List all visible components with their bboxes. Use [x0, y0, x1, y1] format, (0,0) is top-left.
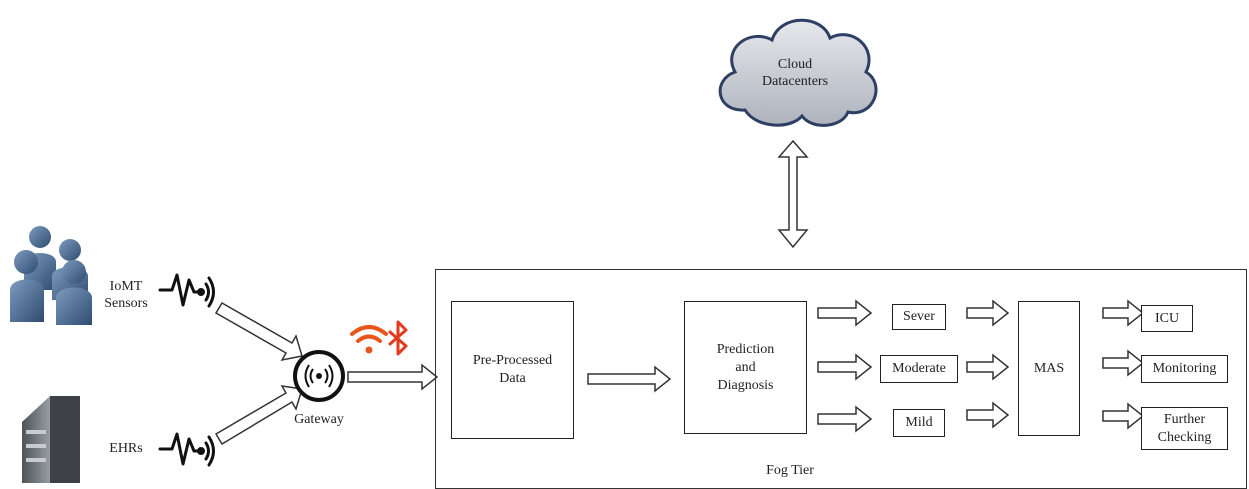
- server-icon: [22, 396, 80, 483]
- mas-to-further-checking-arrow: [1102, 402, 1145, 430]
- prediction-line3: Diagnosis: [717, 377, 774, 393]
- iomt-label-line1: IoMT: [109, 279, 143, 294]
- iomt-sensors-label: IoMT Sensors: [96, 278, 156, 312]
- people-icon: [10, 226, 92, 325]
- sever-box: Sever: [892, 304, 946, 330]
- bluetooth-icon: [388, 320, 408, 356]
- prediction-line2: and: [735, 359, 756, 375]
- prediction-line1: Prediction: [716, 341, 775, 357]
- preprocessed-line2: Data: [499, 371, 526, 386]
- signal-wave-icon: [158, 273, 215, 308]
- wifi-icon: [350, 325, 388, 354]
- further-checking-box: Further Checking: [1141, 407, 1228, 450]
- preprocessed-data-box: Pre-Processed Data: [451, 301, 574, 439]
- gateway-icon: [293, 350, 345, 402]
- icu-box: ICU: [1141, 305, 1193, 332]
- further-line1: Further: [1163, 411, 1206, 427]
- mild-to-mas-arrow: [966, 401, 1010, 429]
- cloud-label-line2: Datacenters: [761, 74, 829, 89]
- moderate-box: Moderate: [880, 355, 958, 383]
- fog-tier-label: Fog Tier: [766, 463, 814, 478]
- mild-box: Mild: [893, 409, 945, 437]
- mas-box: MAS: [1018, 301, 1080, 436]
- mas-to-icu-arrow: [1102, 299, 1145, 327]
- gateway-to-fog-arrow: [347, 363, 439, 391]
- iomt-label-line2: Sensors: [104, 296, 148, 311]
- sever-to-mas-arrow: [966, 299, 1010, 327]
- signal-wave-icon: [158, 432, 215, 467]
- gateway-label: Gateway: [294, 412, 344, 427]
- mas-to-monitoring-arrow: [1102, 349, 1145, 377]
- prediction-diagnosis-box: Prediction and Diagnosis: [684, 301, 807, 434]
- preprocess-to-prediction-arrow: [587, 365, 672, 393]
- to-mild-arrow: [817, 405, 873, 433]
- moderate-to-mas-arrow: [966, 353, 1010, 381]
- cloud-label: Cloud Datacenters: [745, 56, 845, 90]
- sensors-to-gateway-arrow: [214, 301, 303, 362]
- ehrs-to-gateway-arrow: [214, 385, 303, 446]
- to-sever-arrow: [817, 299, 873, 327]
- ehrs-label: EHRs: [109, 441, 143, 456]
- to-moderate-arrow: [817, 353, 873, 381]
- monitoring-box: Monitoring: [1141, 355, 1228, 383]
- cloud-datacenters-icon: [718, 18, 878, 127]
- preprocessed-line1: Pre-Processed: [472, 353, 553, 368]
- further-line2: Checking: [1157, 429, 1212, 445]
- cloud-label-line1: Cloud: [777, 57, 813, 72]
- cloud-fog-double-arrow: [777, 139, 809, 249]
